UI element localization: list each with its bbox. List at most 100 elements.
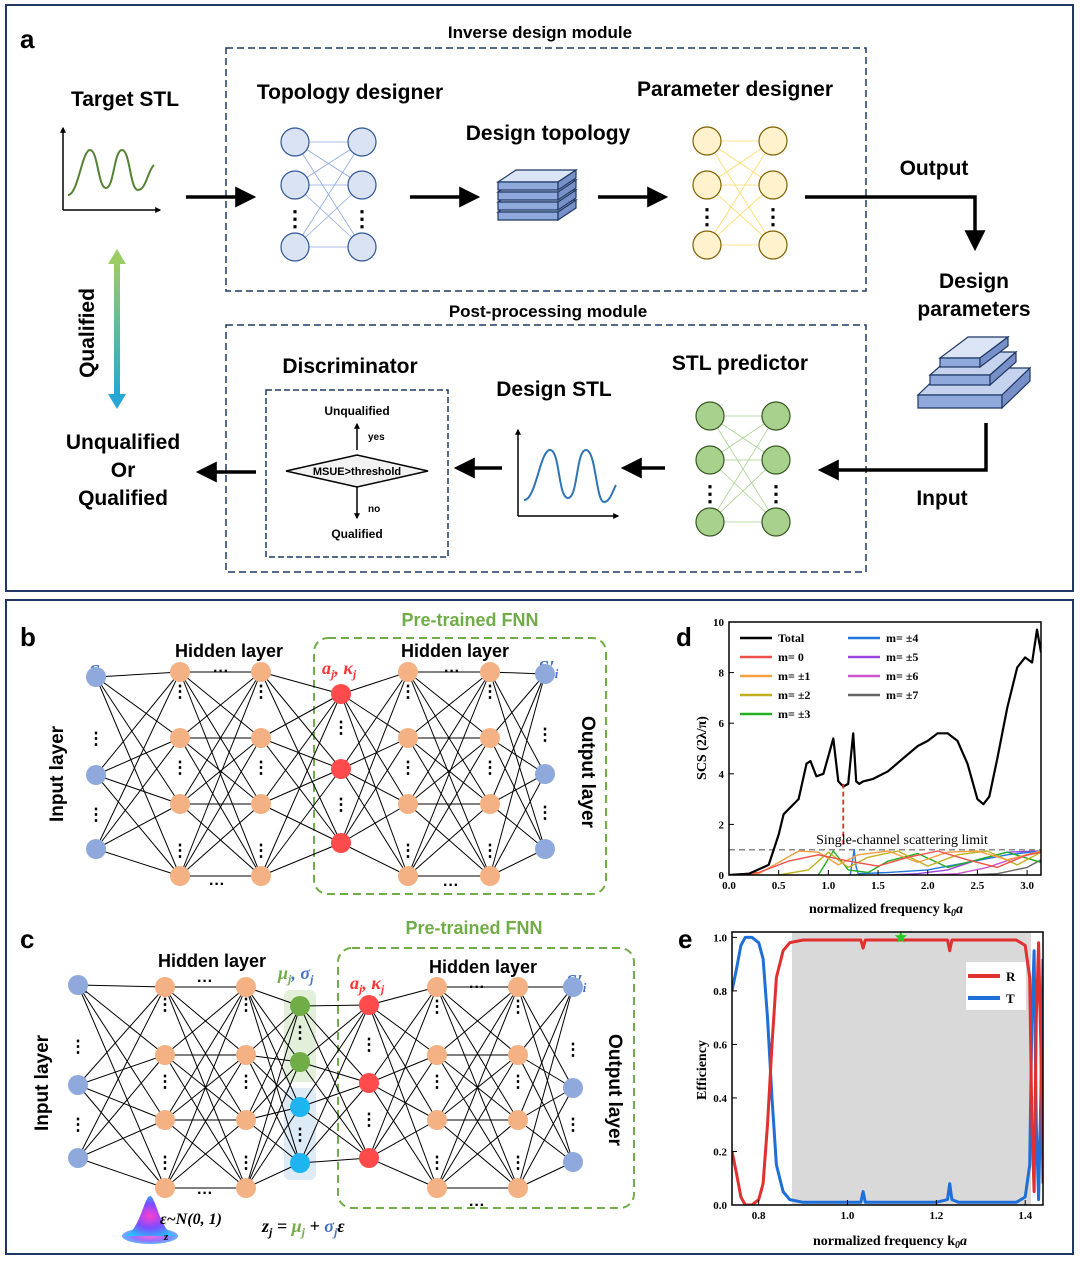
- horizontal-ellipsis: ···: [443, 877, 459, 894]
- net-connection: [95, 774, 181, 877]
- net-connection: [368, 1004, 438, 1189]
- vertical-ellipsis: ⋮: [429, 997, 446, 1016]
- net-connection: [340, 737, 409, 770]
- horizontal-ellipsis: ···: [213, 663, 229, 680]
- panel-a: a Inverse design module Post-processing …: [5, 4, 1074, 592]
- net-connection: [299, 1106, 370, 1159]
- panel-b-hidden-label-1: Hidden layer: [175, 641, 283, 661]
- vertical-ellipsis: ⋮: [762, 204, 784, 229]
- vertical-ellipsis: ⋮: [361, 1110, 378, 1129]
- net-connection: [368, 986, 438, 1084]
- panel-d-limit-label: Single-channel scattering limit: [816, 833, 988, 848]
- stl-predictor-network: ⋮⋮: [695, 401, 791, 537]
- target-stl-plot: [60, 126, 162, 213]
- net-connection: [407, 671, 491, 877]
- vertical-ellipsis: ⋮: [333, 795, 350, 814]
- x-tick-label: 0.0: [722, 880, 736, 892]
- neuron-node: [563, 1078, 583, 1098]
- legend-label: m= ±1: [778, 669, 810, 683]
- neuron-node: [692, 126, 722, 156]
- neuron-node: [236, 1045, 256, 1065]
- neuron-node: [692, 230, 722, 260]
- neuron-node: [508, 1045, 528, 1065]
- net-connection: [245, 1005, 301, 1056]
- decision-text: MSUE>threshold: [313, 466, 401, 478]
- inverse-module-title: Inverse design module: [448, 23, 632, 42]
- panel-c-aj-kj-label: aj, κj: [350, 973, 385, 996]
- vertical-ellipsis: ⋮: [157, 1153, 174, 1172]
- vertical-ellipsis: ⋮: [537, 803, 554, 822]
- net-connection: [489, 673, 546, 877]
- neuron-node: [480, 866, 500, 886]
- net-connection: [489, 673, 546, 739]
- net-connection: [517, 1087, 574, 1189]
- net-connection: [299, 1061, 370, 1159]
- vertical-ellipsis: ⋮: [172, 682, 189, 701]
- neuron-node: [251, 866, 271, 886]
- net-connection: [260, 842, 342, 877]
- neuron-node: [427, 1110, 447, 1130]
- net-connection: [164, 986, 247, 1121]
- net-connection: [95, 848, 181, 877]
- legend-label: m= ±7: [886, 688, 918, 702]
- vertical-ellipsis: ⋮: [429, 1072, 446, 1091]
- net-connection: [179, 671, 262, 739]
- x-tick-label: 1.4: [1018, 1210, 1032, 1222]
- vertical-ellipsis: ⋮: [361, 1035, 378, 1054]
- inverse-module-box: [225, 47, 867, 292]
- neuron-node: [251, 728, 271, 748]
- vertical-ellipsis: ⋮: [253, 758, 270, 777]
- net-connection: [368, 986, 438, 1006]
- net-connection: [368, 1119, 438, 1159]
- neuron-node: [761, 507, 791, 537]
- net-connection: [489, 803, 546, 850]
- legend-label: m= ±3: [778, 707, 810, 721]
- net-connection: [436, 986, 519, 1056]
- panel-e-ylabel: Efficiency: [695, 1040, 710, 1100]
- vertical-ellipsis: ⋮: [482, 758, 499, 777]
- vertical-ellipsis: ⋮: [238, 1153, 255, 1172]
- panel-e: e Efficiency normalized frequency k0a 0.…: [678, 924, 1044, 1251]
- horizontal-ellipsis: ···: [469, 979, 485, 996]
- horizontal-ellipsis: ···: [209, 876, 225, 893]
- net-connection: [706, 140, 774, 246]
- net-connection: [245, 1054, 301, 1164]
- neuron-node: [535, 664, 555, 684]
- series-line: [729, 628, 1041, 875]
- neuron-node: [398, 794, 418, 814]
- x-tick-label: 1.0: [821, 880, 835, 892]
- net-connection: [368, 1004, 438, 1121]
- stl-predictor-label: STL predictor: [672, 352, 808, 375]
- vertical-ellipsis: ⋮: [565, 1040, 582, 1059]
- vertical-ellipsis: ⋮: [400, 841, 417, 860]
- net-connection: [260, 671, 342, 770]
- net-connection: [489, 737, 546, 850]
- panel-c-pretrained-box: [337, 947, 635, 1209]
- neuron-node: [290, 996, 310, 1016]
- yes-label: yes: [368, 432, 385, 443]
- net-connection: [77, 1054, 166, 1159]
- net-connection: [299, 1005, 370, 1159]
- net-connection: [77, 1119, 166, 1159]
- net-connection: [77, 984, 166, 1189]
- neuron-node: [535, 839, 555, 859]
- neuron-node: [480, 662, 500, 682]
- net-connection: [436, 986, 519, 1189]
- neuron-node: [758, 230, 788, 260]
- neuron-node: [331, 759, 351, 779]
- net-connection: [260, 693, 342, 805]
- net-connection: [260, 693, 342, 739]
- net-connection: [245, 986, 301, 1164]
- net-connection: [245, 986, 301, 1108]
- net-connection: [489, 848, 546, 877]
- neuron-node: [427, 1178, 447, 1198]
- neuron-node: [86, 839, 106, 859]
- net-connection: [407, 803, 491, 877]
- net-connection: [299, 1004, 370, 1007]
- neuron-node: [563, 1152, 583, 1172]
- net-connection: [340, 842, 409, 877]
- series-line: [729, 850, 1041, 875]
- vertical-ellipsis: ⋮: [172, 841, 189, 860]
- net-connection: [299, 1004, 370, 1108]
- pyramid-stack-icon: [916, 335, 1032, 410]
